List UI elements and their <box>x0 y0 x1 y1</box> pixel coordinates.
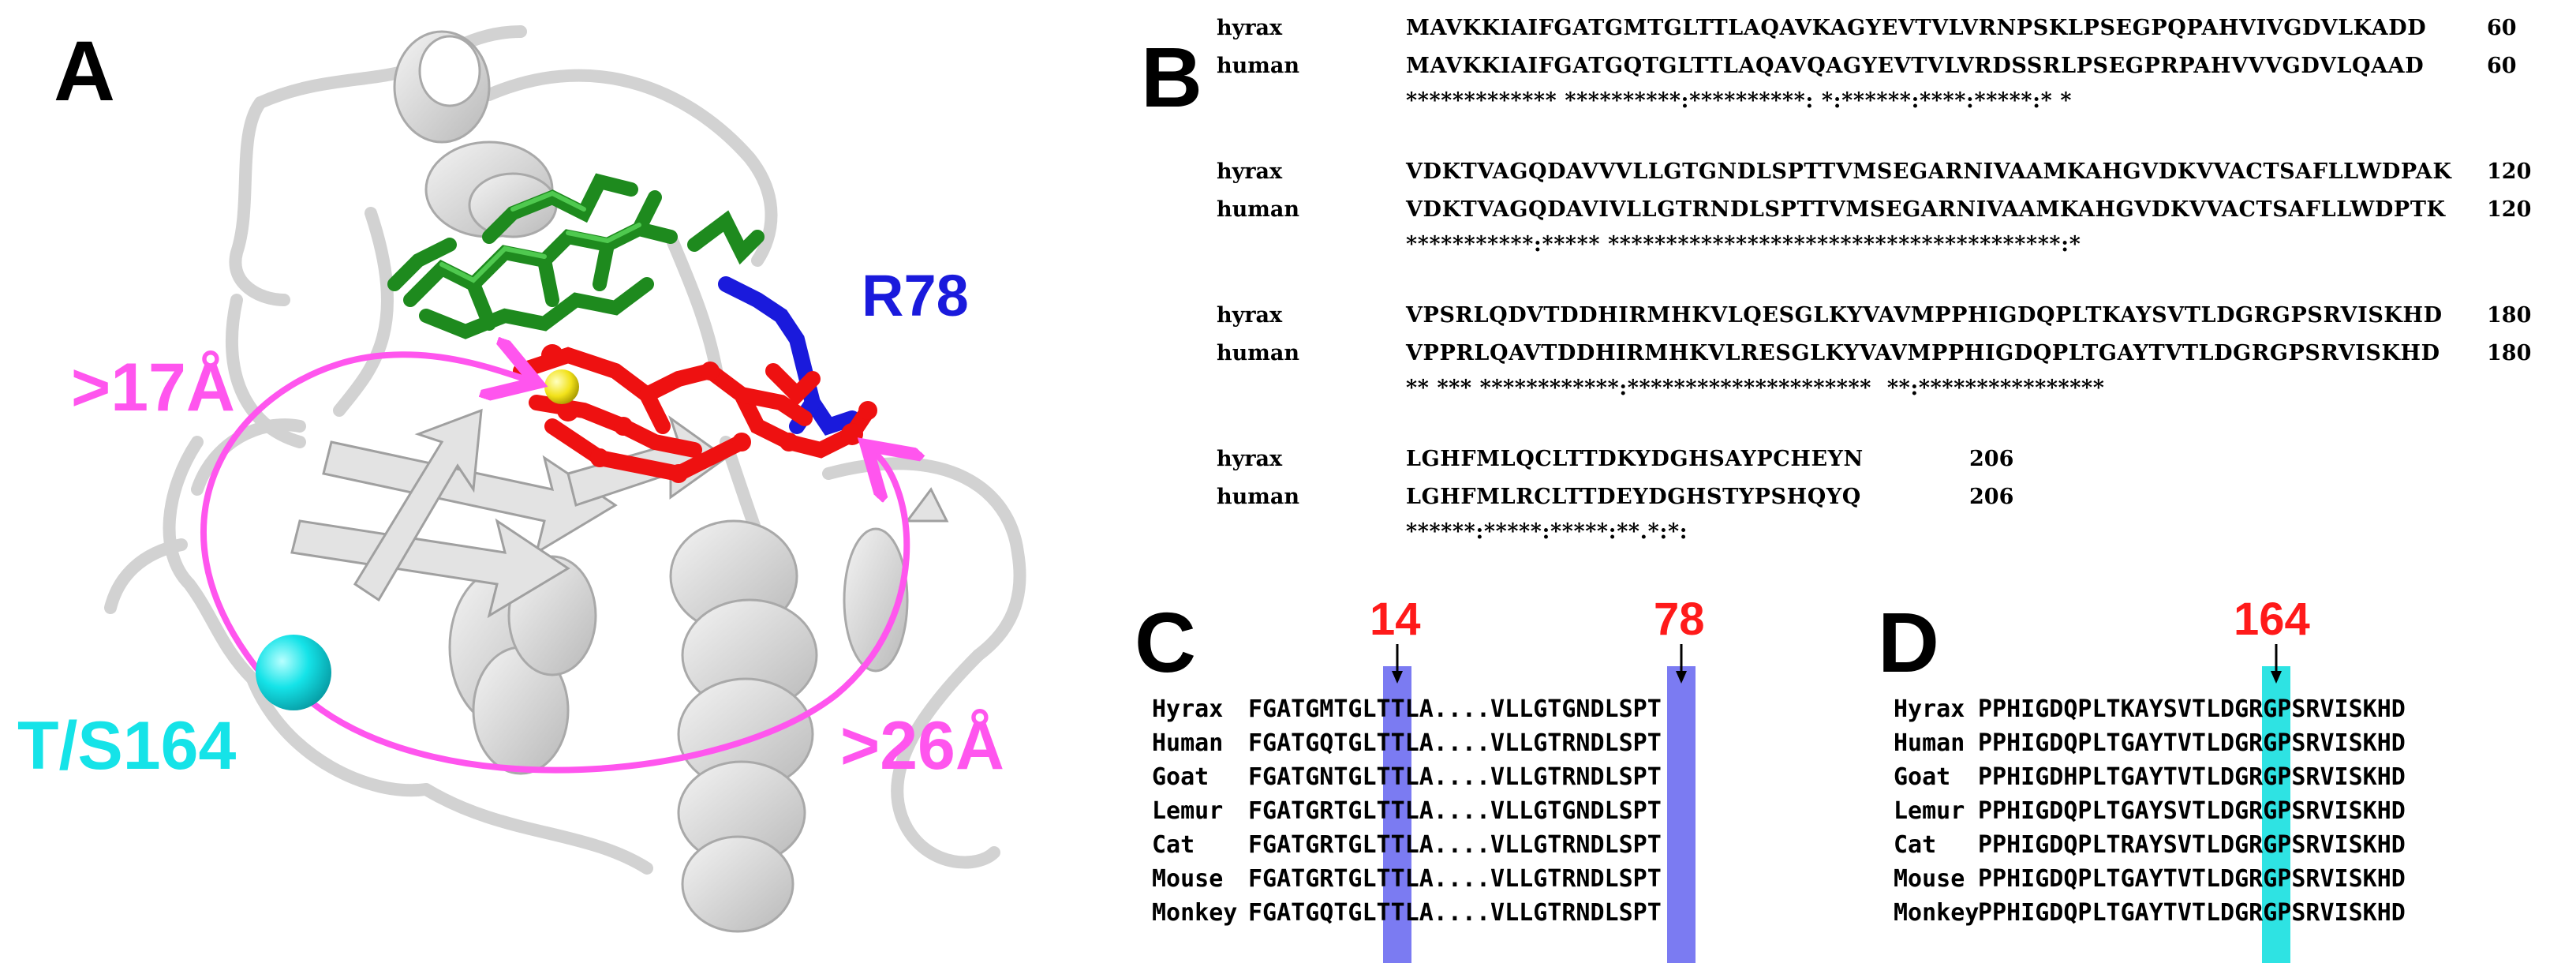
aln-end-number: 206 <box>1969 447 2014 471</box>
aln-end-number: 120 <box>2487 159 2532 184</box>
aln-name-human: human <box>1217 197 1299 222</box>
ts164-sphere <box>256 635 331 710</box>
green-ligand-highlights <box>439 190 641 283</box>
aln-seq-hyrax: MAVKKIAIFGATGMTGLTTLAQAVKAGYEVTVLVRNPSKL… <box>1406 16 2427 40</box>
species-sequence: PPHIGDHPLTGAYTVTLDGRGPSRVISKHD <box>1978 763 2406 791</box>
species-sequence: FGATGRTGLTTLA....VLLGTRNDLSPT <box>1248 831 1662 859</box>
aln-consensus: ************* **********:**********: *:*… <box>1406 88 2073 113</box>
panel-letter-b: B <box>1141 29 1202 125</box>
highlight-column-14 <box>1383 666 1411 963</box>
species-sequence: FGATGRTGLTTLA....VLLGTRNDLSPT <box>1248 865 1662 893</box>
green-ligand <box>387 173 765 339</box>
species-name: Monkey <box>1894 899 1980 927</box>
panel-letter-c: C <box>1135 594 1196 690</box>
aln-seq-human: VDKTVAGQDAVIVLLGTRNDLSPTTVMSEGARNIVAAMKA… <box>1406 197 2446 222</box>
ribbon-coils <box>104 25 1026 875</box>
species-name: Monkey <box>1152 899 1238 927</box>
species-name: Mouse <box>1894 865 1965 893</box>
panel-a-structure: A R78 >17Å >26Å T/S164 <box>0 0 1105 963</box>
aln-name-hyrax: hyrax <box>1217 303 1283 328</box>
aln-name-hyrax: hyrax <box>1217 16 1283 40</box>
aln-name-human: human <box>1217 485 1299 509</box>
aln-seq-hyrax: VDKTVAGQDAVVVLLGTGNDLSPTTVMSEGARNIVAAMKA… <box>1406 159 2452 184</box>
species-sequence: FGATGRTGLTTLA....VLLGTGNDLSPT <box>1248 797 1662 825</box>
panel-b-pairwise-alignment: B hyrax MAVKKIAIFGATGMTGLTTLAQAVKAGYEVTV… <box>1128 0 2576 568</box>
species-name: Human <box>1152 729 1224 757</box>
aln-end-number: 60 <box>2487 16 2517 40</box>
aln-seq-hyrax: LGHFMLQCLTTDKYDGHSAYPCHEYN <box>1406 447 1864 471</box>
species-name: Human <box>1894 729 1965 757</box>
arrow-17 <box>200 354 525 690</box>
panel-letter-a: A <box>54 23 115 118</box>
down-arrow-icon <box>2271 644 2282 684</box>
label-r78: R78 <box>862 263 969 328</box>
species-sequence: FGATGNTGLTTLA....VLLGTRNDLSPT <box>1248 763 1662 791</box>
aln-seq-hyrax: VPSRLQDVTDDHIRMHKVLQESGLKYVAVMPPHIGDQPLT… <box>1406 303 2443 328</box>
down-arrow-icon <box>1392 644 1403 684</box>
species-name: Lemur <box>1152 797 1224 825</box>
aln-seq-human: VPPRLQAVTDDHIRMHKVLRESGLKYVAVMPPHIGDQPLT… <box>1406 341 2440 365</box>
aln-end-number: 60 <box>2487 54 2517 78</box>
highlight-column-78 <box>1667 666 1696 963</box>
species-sequence: PPHIGDQPLTRAYSVTLDGRGPSRVISKHD <box>1978 831 2406 859</box>
species-name: Cat <box>1152 831 1195 859</box>
species-sequence: FGATGQTGLTTLA....VLLGTRNDLSPT <box>1248 729 1662 757</box>
species-name: Hyrax <box>1894 695 1965 723</box>
aln-consensus: ******:*****:*****:**.*:*: <box>1406 519 1688 544</box>
label-distance-17: >17Å <box>71 350 235 425</box>
down-arrow-icon <box>1676 644 1687 684</box>
panel-letter-d: D <box>1878 594 1939 690</box>
species-sequence: PPHIGDQPLTKAYSVTLDGRGPSRVISKHD <box>1978 695 2406 723</box>
aln-name-human: human <box>1217 341 1299 365</box>
aln-consensus: ***********:***** **********************… <box>1406 232 2081 257</box>
ribbon-strands <box>290 408 949 619</box>
species-name: Goat <box>1894 763 1951 791</box>
aln-end-number: 120 <box>2487 197 2532 222</box>
species-name: Mouse <box>1152 865 1224 893</box>
species-sequence: PPHIGDQPLTGAYSVTLDGRGPSRVISKHD <box>1978 797 2406 825</box>
panel-d-msa-164: D 164 Hyrax PPHIGDQPLTKAYSVTLDGRGPSRVISK… <box>1862 568 2576 963</box>
aln-consensus: ** *** ************:********************… <box>1406 376 2105 400</box>
aln-name-hyrax: hyrax <box>1217 447 1283 471</box>
species-name: Goat <box>1152 763 1209 791</box>
aln-name-hyrax: hyrax <box>1217 159 1283 184</box>
aln-end-number: 206 <box>1969 485 2014 509</box>
distance-arrows <box>200 354 907 774</box>
species-name: Lemur <box>1894 797 1965 825</box>
label-ts164: T/S164 <box>17 708 237 784</box>
aln-seq-human: LGHFMLRCLTTDEYDGHSTYPSHQYQ <box>1406 485 1861 509</box>
aln-name-human: human <box>1217 54 1299 78</box>
species-sequence: PPHIGDQPLTGAYTVTLDGRGPSRVISKHD <box>1978 729 2406 757</box>
label-distance-26: >26Å <box>840 708 1004 784</box>
aln-end-number: 180 <box>2487 341 2532 365</box>
panel-c-msa-14-78: C 14 78 Hyrax FGATGMTGLTTLA....VLLGTGNDL… <box>1128 568 1807 963</box>
arrow-26 <box>308 454 907 774</box>
species-sequence: FGATGQTGLTTLA....VLLGTRNDLSPT <box>1248 899 1662 927</box>
position-label-14: 14 <box>1370 594 1421 645</box>
highlight-column-164 <box>2262 666 2290 963</box>
species-name: Cat <box>1894 831 1937 859</box>
protein-structure-image <box>104 25 1026 933</box>
species-sequence: FGATGMTGLTTLA....VLLGTGNDLSPT <box>1248 695 1662 723</box>
species-name: Hyrax <box>1152 695 1224 723</box>
aln-seq-human: MAVKKIAIFGATGQTGLTTLAQAVQAGYEVTVLVRDSSRL… <box>1406 54 2425 78</box>
species-sequence: PPHIGDQPLTGAYTVTLDGRGPSRVISKHD <box>1978 865 2406 893</box>
yellow-atom <box>544 369 579 404</box>
position-label-78: 78 <box>1654 594 1705 645</box>
position-label-164: 164 <box>2234 594 2310 645</box>
species-sequence: PPHIGDQPLTGAYTVTLDGRGPSRVISKHD <box>1978 899 2406 927</box>
aln-end-number: 180 <box>2487 303 2532 328</box>
